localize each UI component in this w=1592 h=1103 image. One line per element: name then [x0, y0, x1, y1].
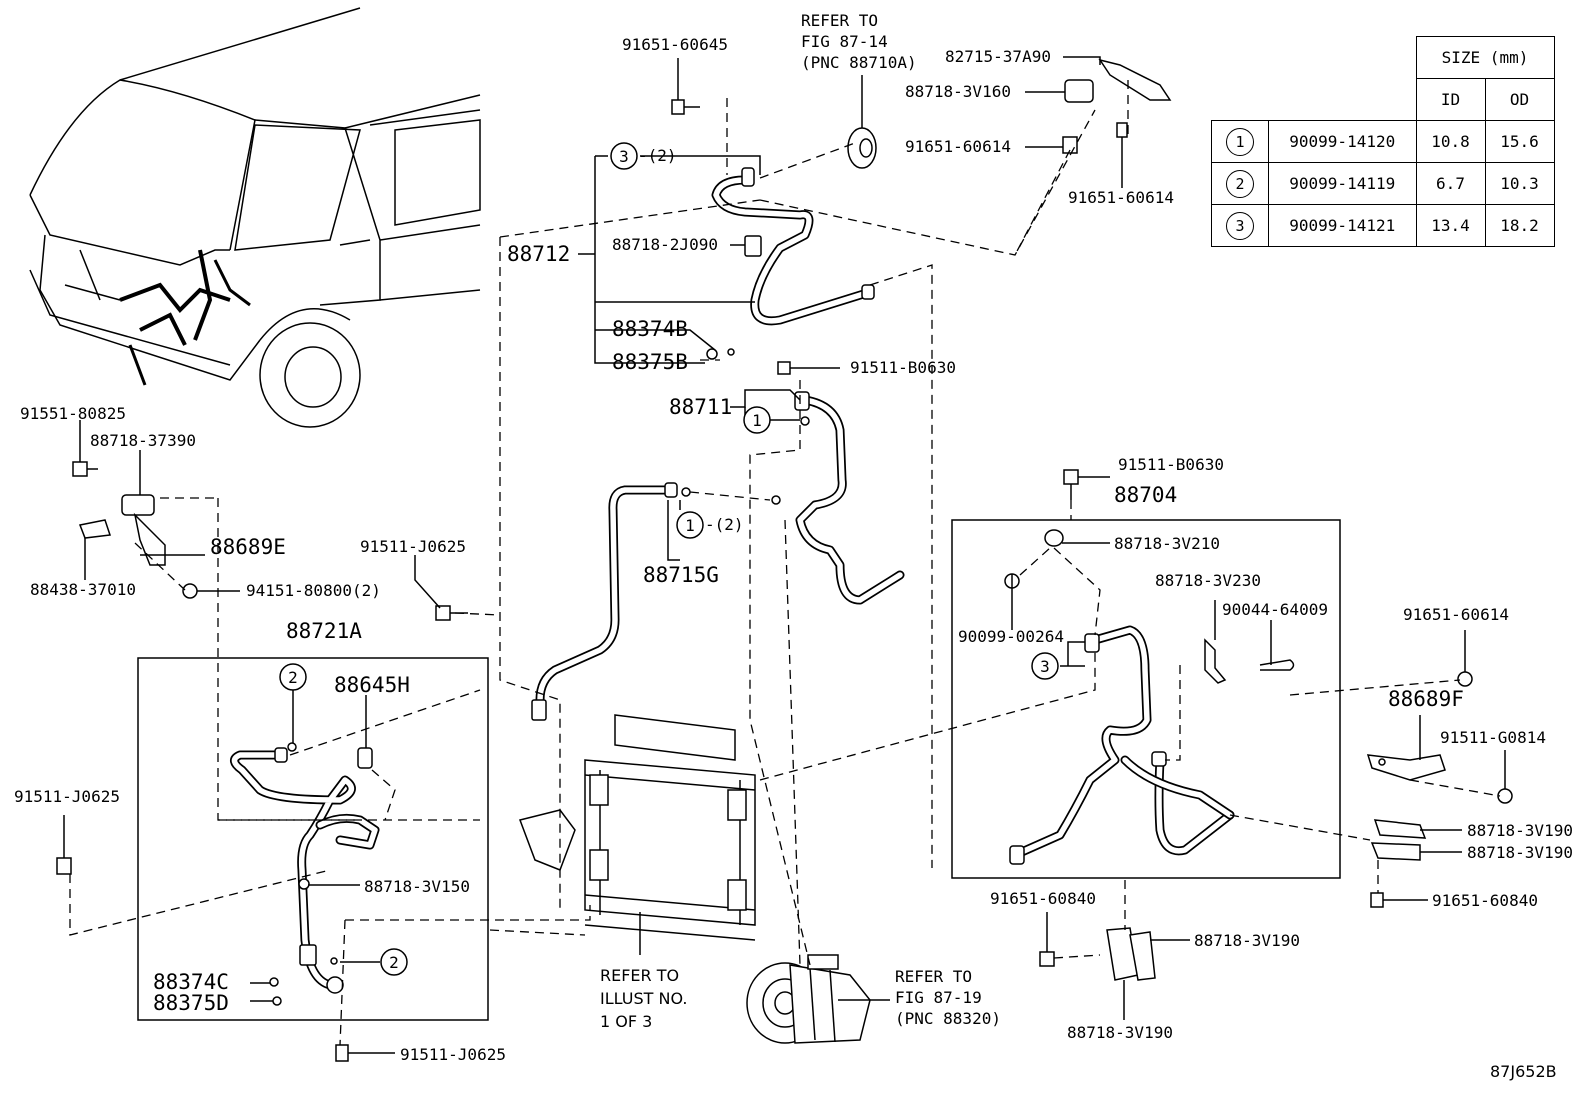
table-row: 3 90099-14121 13.4 18.2	[1211, 204, 1555, 247]
callout-88711: 88711	[669, 395, 732, 419]
callout-88374C: 88374C	[153, 970, 229, 994]
svg-text:2: 2	[288, 668, 298, 687]
circle-marker-2: 2	[279, 663, 307, 691]
callout-91651-60614: 91651-60614	[1068, 188, 1174, 207]
row-marker: 1	[1226, 127, 1254, 156]
callout-88712: 88712	[507, 242, 570, 266]
callout-90044-64009: 90044-64009	[1222, 600, 1328, 619]
callout-82715-37A90: 82715-37A90	[945, 47, 1051, 66]
hose-size-table: SIZE (mm) ID OD 1 90099-14120 10.8 15.6 …	[1211, 36, 1555, 247]
figure-code: 87J652B	[1490, 1062, 1557, 1081]
callout-91511-G0814: 91511-G0814	[1440, 728, 1546, 747]
pipe-88715G	[531, 482, 691, 721]
row-part-number: 90099-14120	[1268, 120, 1417, 163]
callout-refer-illust: REFER TO	[600, 966, 679, 985]
callout-refer-fig-87-19: (PNC 88320)	[895, 1009, 1001, 1028]
callout-91651-60614: 91651-60614	[905, 137, 1011, 156]
table-row: 1 90099-14120 10.8 15.6	[1211, 120, 1555, 163]
callout-91651-60840: 91651-60840	[1432, 891, 1538, 910]
hose-88721A-group	[56, 605, 489, 1062]
callout-refer-fig-87-14: REFER TO	[801, 11, 878, 30]
callout-88718-3V150: 88718-3V150	[364, 877, 470, 896]
svg-text:1: 1	[685, 516, 695, 535]
callout-refer-illust: 1 OF 3	[600, 1012, 652, 1031]
callout-88718-2J090: 88718-2J090	[612, 235, 718, 254]
circle-marker-2: 2	[380, 948, 408, 976]
callout-91651-60840: 91651-60840	[990, 889, 1096, 908]
table-row: 2 90099-14119 6.7 10.3	[1211, 162, 1555, 205]
hose-88704-group	[951, 469, 1341, 879]
callout-88375D: 88375D	[153, 991, 229, 1015]
callout-qty-2: -(2)	[638, 146, 677, 165]
callout-88718-3V190: 88718-3V190	[1467, 821, 1573, 840]
callout-91511-J0625: 91511-J0625	[14, 787, 120, 806]
callout-88718-3V210: 88718-3V210	[1114, 534, 1220, 553]
callout-labels: 91651-60645 REFER TO FIG 87-14 (PNC 8871…	[14, 11, 1573, 1081]
leader-lines	[63, 56, 1506, 1054]
circle-marker-3: 3	[610, 142, 638, 170]
row-id: 10.8	[1415, 120, 1486, 163]
row-part-number: 90099-14121	[1268, 204, 1417, 247]
od-header: OD	[1484, 78, 1555, 121]
callout-94151-80800: 94151-80800(2)	[246, 581, 381, 600]
callout-refer-fig-87-14: FIG 87-14	[801, 32, 888, 51]
callout-91651-60645: 91651-60645	[622, 35, 728, 54]
callout-88645H: 88645H	[334, 673, 410, 697]
compressor	[746, 954, 871, 1044]
bracket-88689E	[72, 461, 198, 599]
callout-88689E: 88689E	[210, 535, 286, 559]
callout-91551-80825: 91551-80825	[20, 404, 126, 423]
assembly-lines	[69, 80, 1501, 1046]
condenser	[519, 714, 756, 941]
row-id: 13.4	[1415, 204, 1486, 247]
callout-88718-3V190: 88718-3V190	[1467, 843, 1573, 862]
row-od: 18.2	[1484, 204, 1555, 247]
row-od: 10.3	[1484, 162, 1555, 205]
callout-88718-3V190: 88718-3V190	[1194, 931, 1300, 950]
vehicle-illustration	[29, 7, 481, 428]
callout-88718-37390: 88718-37390	[90, 431, 196, 450]
circled-markers: 3 1 1 2 2 3	[279, 142, 1059, 976]
callout-qty-2: -(2)	[705, 515, 744, 534]
svg-text:3: 3	[1040, 657, 1050, 676]
hose-88711	[771, 361, 905, 605]
callout-88718-3V160: 88718-3V160	[905, 82, 1011, 101]
callout-91511-J0625: 91511-J0625	[400, 1045, 506, 1064]
row-marker: 3	[1226, 211, 1254, 240]
row-part-number: 90099-14119	[1268, 162, 1417, 205]
svg-text:1: 1	[752, 411, 762, 430]
callout-refer-fig-87-19: REFER TO	[895, 967, 972, 986]
callout-88689F: 88689F	[1388, 687, 1464, 711]
callout-88721A: 88721A	[286, 619, 362, 643]
callout-refer-fig-87-14: (PNC 88710A)	[801, 53, 917, 72]
callout-88375B: 88375B	[612, 350, 688, 374]
callout-88704: 88704	[1114, 483, 1177, 507]
callout-91651-60614: 91651-60614	[1403, 605, 1509, 624]
callout-91511-B0630: 91511-B0630	[1118, 455, 1224, 474]
svg-text:3: 3	[619, 147, 629, 166]
bracket-88689F	[1039, 671, 1513, 981]
circle-marker-3: 3	[1031, 652, 1059, 680]
callout-88718-3V190: 88718-3V190	[1067, 1023, 1173, 1042]
row-marker: 2	[1226, 169, 1254, 198]
callout-refer-illust: ILLUST NO.	[600, 989, 687, 1008]
hose-88712-group	[671, 58, 1172, 360]
callout-91511-J0625: 91511-J0625	[360, 537, 466, 556]
svg-text:2: 2	[389, 953, 399, 972]
callout-90099-00264: 90099-00264	[958, 627, 1064, 646]
row-id: 6.7	[1415, 162, 1486, 205]
callout-88438-37010: 88438-37010	[30, 580, 136, 599]
circle-marker-1: 1	[676, 511, 704, 539]
callout-refer-fig-87-19: FIG 87-19	[895, 988, 982, 1007]
row-od: 15.6	[1484, 120, 1555, 163]
callout-91511-B0630: 91511-B0630	[850, 358, 956, 377]
callout-88374B: 88374B	[612, 317, 688, 341]
id-header: ID	[1415, 78, 1486, 121]
callout-88715G: 88715G	[643, 563, 719, 587]
size-header: SIZE (mm)	[1415, 36, 1555, 79]
circle-marker-1: 1	[743, 406, 771, 434]
callout-88718-3V230: 88718-3V230	[1155, 571, 1261, 590]
